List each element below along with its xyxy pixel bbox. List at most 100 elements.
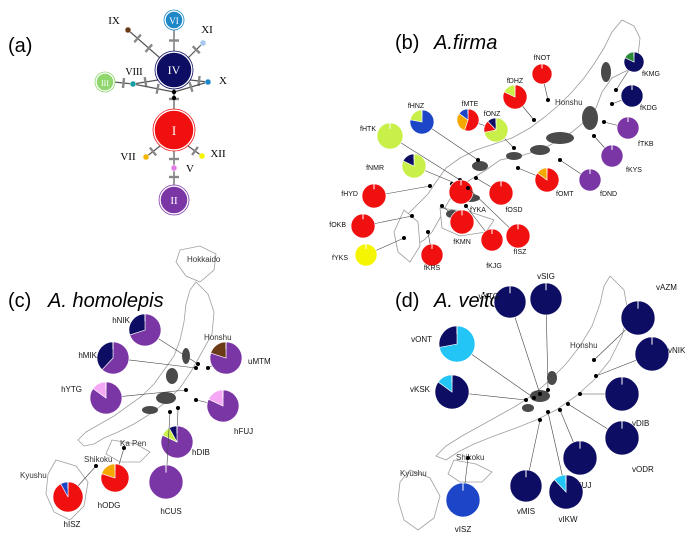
sampling-site (512, 146, 516, 150)
sampling-site (194, 366, 198, 370)
pie-vYTG (493, 285, 527, 319)
pie-slice (206, 389, 240, 423)
sampling-site (532, 118, 536, 122)
pie-vMIS (509, 469, 543, 503)
pie-hYTG (89, 381, 123, 415)
haplotype-node-ring (158, 184, 190, 216)
haplotype-label-VI: VI (169, 16, 179, 26)
haplotype-label-X: X (219, 75, 227, 87)
sampling-site (602, 120, 606, 124)
population-label-fKMN: fKMN (453, 239, 471, 246)
haplotype-node-III (95, 72, 115, 92)
population-label-hYTG: hYTG (61, 385, 82, 394)
network-edge (127, 29, 161, 59)
pie-fKMG (623, 51, 645, 73)
pie-slice (438, 325, 458, 348)
region-shikoku-c: Shikoku (84, 455, 112, 464)
panel-title-c: A. homolepis (47, 290, 164, 312)
sampling-site (474, 176, 478, 180)
population-label-hODG: hODG (98, 501, 121, 510)
pie-fMTE (456, 108, 480, 132)
pie-fKRS (420, 243, 444, 267)
pie-fOSD (488, 180, 514, 206)
population-label-fKDG: fKDG (640, 105, 657, 112)
haplotype-node-V (170, 164, 178, 172)
haplotype-label-XII: XII (210, 148, 226, 160)
pie-vONT (438, 325, 476, 363)
sampling-site (610, 102, 614, 106)
population-label-hNIK: hNIK (112, 316, 130, 325)
haplotype-label-III: III (101, 79, 109, 88)
population-label-fYKA: fYKA (470, 207, 486, 214)
population-label-hDIB: hDIB (192, 448, 210, 457)
pie-hODG (100, 463, 130, 493)
pie-fDHZ (502, 84, 528, 110)
population-label-vDIB: vDIB (632, 419, 649, 428)
panel-label-a: (a) (8, 35, 32, 57)
region-honshu-d: Honshu (570, 341, 598, 350)
pie-fDND (578, 168, 602, 192)
sampling-site (94, 464, 98, 468)
population-label-fHNZ: fHNZ (408, 103, 425, 110)
population-label-fOSD: fOSD (505, 207, 522, 214)
pie-vFUJ (562, 440, 598, 476)
sampling-site (206, 366, 210, 370)
population-label-vAZM: vAZM (656, 283, 677, 292)
population-label-fTKB: fTKB (638, 141, 654, 148)
sampling-site (122, 446, 126, 450)
population-label-hMIK: hMIK (78, 351, 97, 360)
pie-hNIK (128, 313, 162, 347)
population-label-fMTE: fMTE (462, 101, 479, 108)
population-label-fOKB: fOKB (329, 222, 346, 229)
sampling-site (592, 358, 596, 362)
panel-labels: (a) (b) A.firma (c) A. homolepis (d) A. … (8, 32, 520, 312)
map-japan-homolepis (45, 245, 217, 521)
population-label-fNOT: fNOT (534, 55, 551, 62)
pie-fOMT (534, 167, 560, 193)
population-label-vISZ: vISZ (455, 525, 472, 534)
pie-uMTM (209, 341, 243, 375)
population-label-vKSK: vKSK (410, 385, 431, 394)
haplotype-label-IV: IV (168, 63, 181, 77)
region-hokkaido-c: Hokkaido (187, 255, 221, 264)
population-label-vNIK: vNIK (668, 346, 685, 355)
pie-hMIK (96, 341, 130, 375)
haplotype-node-XI (199, 39, 207, 47)
population-label-fKMG: fKMG (642, 71, 660, 78)
region-kapen-c: Ka Pen (120, 439, 146, 448)
haplotype-node-IV (155, 51, 193, 89)
population-label-fKYS: fKYS (626, 167, 642, 174)
haplotype-node-VIII (129, 80, 137, 88)
panel-label-c: (c) (8, 290, 31, 312)
sampling-site (538, 418, 542, 422)
pie-vSIG (529, 282, 563, 316)
sampling-site (524, 398, 528, 402)
sampling-site (538, 392, 542, 396)
pie-slice (409, 109, 423, 123)
population-pies-veitchii: vYTGvSIGvAZMvONTvNIKvKSKvDIBvODRvFUJvMIS… (410, 272, 685, 534)
population-label-hISZ: hISZ (64, 520, 81, 529)
panel-label-b: (b) (395, 32, 419, 54)
pie-fNOT (531, 63, 553, 85)
mutation-step (144, 43, 153, 53)
pie-fONZ (483, 117, 509, 143)
pie-vDIB (604, 376, 640, 412)
sampling-site (546, 98, 550, 102)
sampling-site (476, 158, 480, 162)
population-label-fNMR: fNMR (366, 165, 384, 172)
mutation-step (148, 146, 158, 157)
pie-fYKA (448, 179, 474, 205)
sampling-site (592, 134, 596, 138)
sampling-site (428, 184, 432, 188)
population-label-fDND: fDND (600, 191, 617, 198)
population-label-fHTK: fHTK (360, 126, 376, 133)
mutation-step (191, 146, 199, 156)
region-labels: Honshu Hokkaido Honshu Ka Pen Shikoku Ky… (20, 98, 598, 480)
sampling-site (614, 88, 618, 92)
pie-hFUJ (206, 389, 240, 423)
pie-hDIB (160, 425, 194, 459)
population-label-hCUS: hCUS (160, 507, 181, 516)
pie-vIKW (548, 474, 584, 510)
